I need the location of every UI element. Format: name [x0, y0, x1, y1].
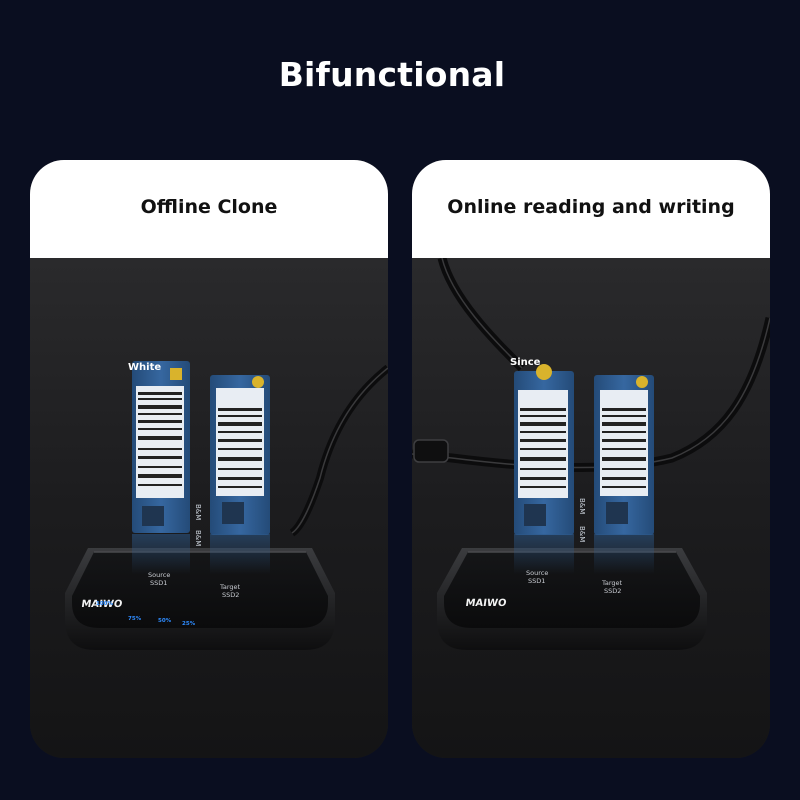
- slot-target-label: Target: [601, 579, 623, 587]
- panel-header: Offline Clone: [30, 160, 388, 258]
- card-label-1: B&M: [578, 498, 586, 514]
- callout-label: White: [128, 362, 161, 373]
- slot-source-label: Source: [148, 571, 170, 579]
- led-label-25: 25%: [182, 621, 196, 627]
- offline-clone-panel: Offline Clone: [30, 160, 388, 758]
- usb-connector: [413, 439, 449, 463]
- led-label-50: 50%: [158, 618, 172, 624]
- led-label-75: 75%: [128, 616, 142, 622]
- progress-led-indicators: 100% 75% 50% 25%: [96, 601, 196, 627]
- slot-target-sublabel: SSD2: [604, 587, 621, 595]
- slot-source-sublabel: SSD1: [528, 577, 545, 585]
- slot-source-label: Source: [526, 569, 548, 577]
- ssd-target-card: [594, 375, 654, 535]
- slot-source-sublabel: SSD1: [150, 579, 167, 587]
- brand-logo: MAIWO: [465, 598, 508, 609]
- offline-clone-photo: B&M B&M White Source SSD1 Target SSD2 MA…: [30, 258, 388, 758]
- panel-header: Online reading and writing: [412, 160, 770, 258]
- panel-title: Online reading and writing: [447, 196, 735, 218]
- slot-target-sublabel: SSD2: [222, 591, 239, 599]
- ssd-source-card: [132, 361, 190, 533]
- card-label-1: B&M: [194, 504, 202, 520]
- ssd-target-card: [210, 375, 270, 535]
- headline: Bifunctional: [278, 55, 506, 94]
- card-label-2: B&M: [194, 530, 202, 546]
- ssd-source-card: [514, 364, 574, 535]
- led-label-100: 100%: [96, 601, 113, 607]
- panel-title: Offline Clone: [140, 196, 278, 218]
- brand-logo: MAIWO: [81, 599, 124, 610]
- online-read-write-photo: B&M B&M Since Source SSD1 Target SSD2 MA…: [412, 258, 770, 758]
- callout-label: Since: [510, 357, 541, 368]
- online-read-write-panel: Online reading and writing: [412, 160, 770, 758]
- card-label-2: B&M: [578, 526, 586, 542]
- slot-target-label: Target: [219, 583, 241, 591]
